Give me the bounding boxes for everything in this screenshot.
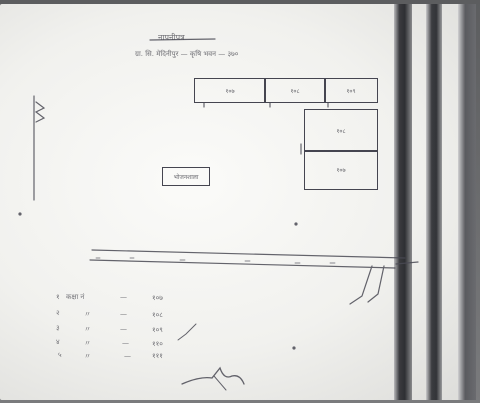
- legend-label: 〃: [84, 310, 91, 318]
- legend-num: १: [56, 293, 60, 301]
- room-right-upper: १०८: [304, 109, 378, 152]
- legend-dash: —: [124, 352, 131, 360]
- room-right-lower: १०७: [304, 150, 378, 190]
- legend-label: 〃: [84, 339, 91, 347]
- legend-label: कक्षा नं: [66, 293, 85, 301]
- legend-dash: —: [120, 310, 127, 318]
- room-top-right: १०९: [324, 78, 378, 103]
- legend-dash: —: [120, 325, 127, 333]
- room-top-middle: १०८: [264, 78, 326, 103]
- room-center: भोजनशाला: [162, 167, 210, 186]
- room-top-left: १०७: [194, 78, 266, 103]
- legend-label: 〃: [84, 352, 91, 360]
- room-label: १०८: [336, 127, 346, 135]
- dark-band-1: [394, 4, 412, 400]
- legend-value: १०९: [152, 326, 163, 334]
- legend-value: १११: [152, 352, 163, 360]
- legend-value: १०८: [152, 311, 163, 319]
- legend-num: २: [56, 309, 60, 317]
- legend-dash: —: [120, 293, 127, 301]
- document-subheading: ग्रा. सि. मेदिनीपुर — कृषि भवन — ३७०: [135, 50, 239, 58]
- room-label: १०९: [346, 87, 356, 95]
- room-label: १०७: [336, 167, 346, 174]
- legend-num: ४: [56, 338, 60, 346]
- document-heading: नापनीपत्र: [158, 33, 185, 42]
- room-label: १०८: [290, 87, 300, 95]
- room-label: भोजनशाला: [173, 173, 199, 181]
- legend-label: 〃: [84, 325, 91, 333]
- legend-value: ११०: [152, 340, 163, 348]
- room-label: १०७: [225, 87, 235, 95]
- legend-dash: —: [122, 339, 129, 347]
- dark-band-3: [458, 4, 476, 400]
- dark-band-2: [426, 4, 442, 400]
- legend-num: ५: [58, 351, 62, 359]
- paper-sheet: नापनीपत्र ग्रा. सि. मेदिनीपुर — कृषि भवन…: [0, 4, 476, 400]
- legend-num: ३: [56, 324, 60, 332]
- legend-value: १०७: [152, 294, 163, 302]
- sketch-lines: [18, 38, 419, 391]
